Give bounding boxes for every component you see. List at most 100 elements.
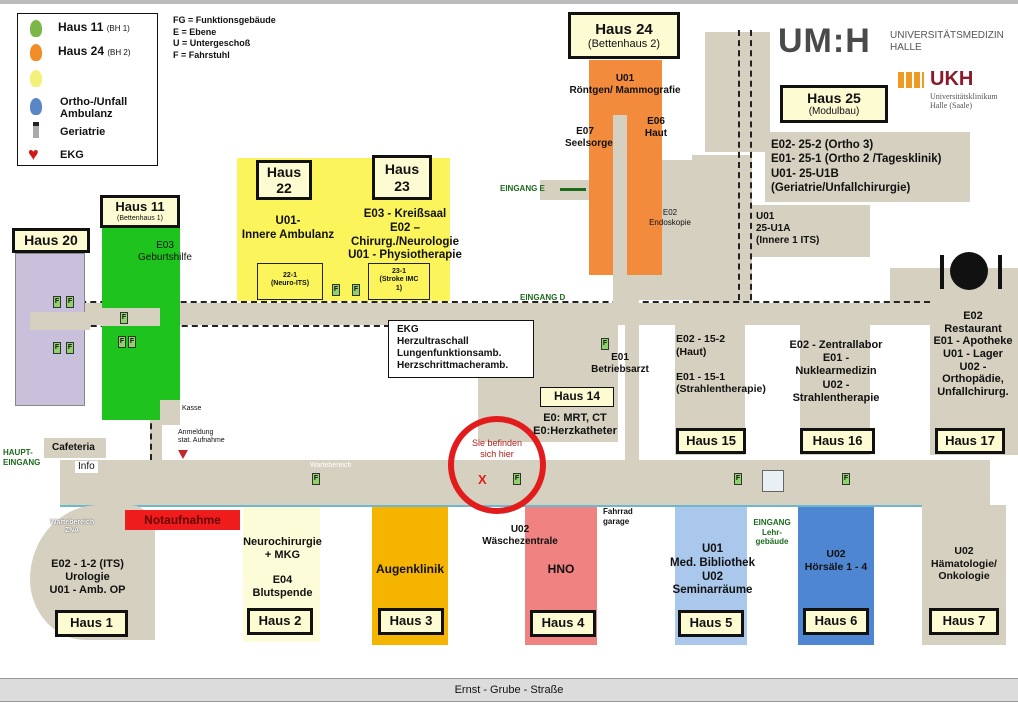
footprint-orange-icon — [30, 44, 42, 61]
top-border — [0, 0, 1018, 4]
legend-sub: (BH 2) — [107, 48, 131, 57]
haus-15-label[interactable]: Haus 15 — [676, 428, 746, 454]
elevator-icon: F — [120, 312, 128, 324]
ukh-logo-mark — [898, 72, 924, 88]
betriebsarzt-label: E01 Betriebsarzt — [591, 352, 649, 375]
haus-24-e02: E02 Endoskopie — [649, 208, 691, 227]
elevator-icon: F — [312, 473, 320, 485]
corridor-line — [30, 301, 930, 303]
you-are-here-label: Sie befinden sich hier — [471, 438, 523, 459]
haus-7-info: U02 Hämatologie/ Onkologie — [931, 545, 997, 583]
room-22-1[interactable]: 22-1 (Neuro-ITS) — [257, 263, 323, 300]
haupteingang-label[interactable]: HAUPT- EINGANG — [3, 448, 41, 467]
haus-6-label[interactable]: Haus 6 — [803, 608, 869, 635]
elevator-icon: F — [128, 336, 136, 348]
elevator-icon: F — [352, 284, 360, 296]
haus-17-label[interactable]: Haus 17 — [935, 428, 1005, 454]
elevator-icon: F — [66, 342, 74, 354]
you-are-here-circle — [448, 416, 546, 514]
ekg-box[interactable]: EKG Herzultraschall Lungenfunktionsamb. … — [388, 320, 534, 378]
eingang-d-label[interactable]: EINGANG D — [520, 293, 566, 302]
corridor-edge — [60, 505, 990, 507]
footprint-green-icon — [30, 20, 42, 37]
haus-1-info: E02 - 1-2 (ITS) Urologie U01 - Amb. OP — [49, 558, 126, 597]
haus-3-label[interactable]: Haus 3 — [378, 608, 444, 635]
corridor-line — [30, 325, 390, 327]
elevator-icon: F — [66, 296, 74, 308]
elevator-icon: F — [332, 284, 340, 296]
haus-5-label[interactable]: Haus 5 — [678, 610, 744, 637]
haus-25-info: E02- 25-2 (Ortho 3) E01- 25-1 (Ortho 2 /… — [771, 139, 942, 195]
eingang-e-label[interactable]: EINGANG E — [500, 184, 545, 193]
haus-25-label[interactable]: Haus 25(Modulbau) — [780, 85, 888, 123]
haus-14-label[interactable]: Haus 14 — [540, 387, 614, 407]
elevator-icon: F — [734, 473, 742, 485]
you-are-here-marker: X — [478, 472, 487, 487]
umh-logo: UM:H — [778, 22, 871, 60]
haus-22-label[interactable]: Haus 22 — [256, 160, 312, 200]
legend-label: Haus 11 — [58, 20, 104, 34]
eingang-lehrgebaeude-label[interactable]: EINGANG Lehr- gebäude — [753, 518, 791, 547]
connector — [946, 490, 964, 506]
abbr-f: F = Fahrstuhl — [173, 50, 230, 61]
building-block — [692, 155, 752, 305]
haus-23-info: E03 - Kreißsaal E02 – Chirurg./Neurologi… — [348, 208, 462, 262]
haus-4-label[interactable]: Haus 4 — [530, 610, 596, 637]
legend-label: Ortho-/Unfall Ambulanz — [60, 96, 128, 121]
elevator-icon: F — [53, 296, 61, 308]
haus-25-area — [765, 132, 970, 202]
kasse-block — [160, 400, 180, 425]
haus-24-e06: E06 Haut — [644, 116, 668, 139]
haus-25-u1a-area — [752, 205, 870, 257]
building-subtitle: (Bettenhaus 2) — [587, 37, 661, 50]
haus-14-info: E0: MRT, CT E0:Herzkatheter — [533, 412, 617, 438]
corridor-segment — [30, 312, 90, 330]
cafeteria-label[interactable]: Cafeteria — [52, 442, 95, 453]
building-block — [705, 32, 770, 152]
abbr-fg: FG = Funktionsgebäude — [173, 15, 276, 25]
north-corridor — [30, 303, 930, 325]
haus-1-label[interactable]: Haus 1 — [55, 610, 128, 637]
haus-16-label[interactable]: Haus 16 — [800, 428, 875, 454]
haus-11-label[interactable]: Haus 11(Bettenhaus 1) — [100, 195, 180, 228]
haus-25-u1a-info: U01 25-U1A (Innere 1 ITS) — [756, 211, 820, 246]
haus-22-info: U01- Innere Ambulanz — [241, 215, 335, 241]
building-title: Haus 24 — [595, 20, 653, 38]
room-23-1[interactable]: 23-1 (Stroke IMC 1) — [368, 263, 430, 300]
haus-2-info: Neurochirurgie + MKG E04 Blutspende — [243, 536, 322, 599]
building-subtitle: (Bettenhaus 1) — [117, 214, 163, 222]
cafeteria-block — [44, 438, 106, 458]
haus-24-u01: U01 Röntgen/ Mammografie — [569, 73, 681, 96]
haus-7-label[interactable]: Haus 7 — [929, 608, 999, 635]
elevator-icon: F — [513, 473, 521, 485]
info-label[interactable]: Info — [75, 461, 98, 473]
haus-20-label[interactable]: Haus 20 — [12, 228, 90, 253]
haus-23-label[interactable]: Haus 23 — [372, 155, 432, 200]
anmeldung-label[interactable]: Anmeldung stat. Aufnahme — [178, 429, 225, 445]
haus-3-info: Augenklinik — [375, 562, 444, 576]
fahrradgarage-label: Fahrrad garage — [603, 507, 633, 526]
haus-5-info: U01 Med. Bibliothek U02 Seminarräume — [670, 543, 755, 597]
kasse-label[interactable]: Kasse — [182, 405, 202, 412]
walker-person-icon — [33, 122, 39, 138]
legend-sub: (BH 1) — [106, 24, 130, 33]
elevator-icon: F — [118, 336, 126, 348]
haus-24-e07: E07 Seelsorge — [565, 126, 613, 149]
umh-logo-text: UNIVERSITÄTSMEDIZIN HALLE — [890, 30, 1004, 53]
legend-label: EKG — [60, 149, 84, 161]
notaufnahme[interactable]: Notaufnahme — [125, 510, 240, 530]
haus-24-label[interactable]: Haus 24(Bettenhaus 2) — [568, 12, 680, 59]
building-subtitle: (Modulbau) — [808, 106, 860, 118]
abbreviations: FG = Funktionsgebäude E = Ebene U = Unte… — [173, 15, 276, 62]
abbr-u: U = Untergeschoß — [173, 38, 251, 49]
corridor-line — [750, 30, 752, 300]
marker-triangle-icon — [178, 450, 188, 459]
waeschezentrale-label: U02 Wäschezentrale — [482, 524, 558, 547]
haus-2-label[interactable]: Haus 2 — [247, 608, 313, 635]
haus-11-info: E03 Geburtshilfe — [138, 240, 192, 263]
elevator-icon: F — [601, 338, 609, 350]
footprint-blue-icon — [30, 98, 42, 115]
fork-icon — [940, 255, 944, 289]
wartebereich-zna-label: Wartebereich ZNA — [50, 519, 95, 535]
knife-icon — [998, 255, 1002, 289]
